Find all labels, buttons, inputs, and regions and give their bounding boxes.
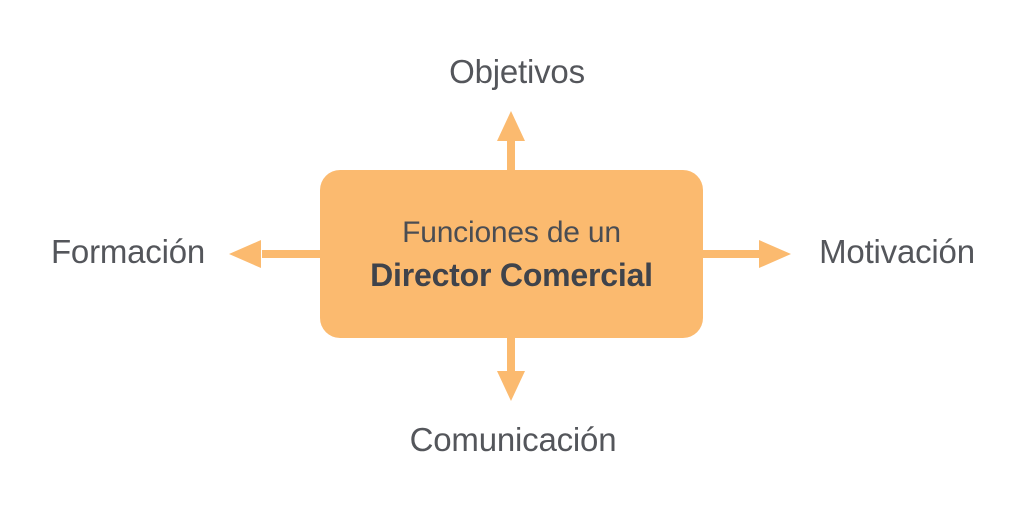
node-label-objetivos: Objetivos — [449, 53, 585, 90]
arrow-down-head — [497, 371, 525, 401]
arrow-left-head — [229, 240, 261, 268]
center-node: Funciones de un Director Comercial — [320, 170, 703, 338]
node-label-comunicacion: Comunicación — [409, 421, 617, 458]
arrow-right-icon — [702, 240, 791, 268]
node-label-motivacion: Motivación — [819, 233, 975, 270]
arrow-down-icon — [497, 338, 525, 401]
arrow-right-head — [759, 240, 791, 268]
arrow-up-icon — [497, 111, 525, 170]
node-label-formacion: Formación — [50, 233, 206, 270]
arrow-left-icon — [229, 240, 320, 268]
center-node-title-line1: Funciones de un — [402, 216, 621, 249]
arrow-up-head — [497, 111, 525, 141]
center-node-title-line2: Director Comercial — [370, 257, 653, 293]
